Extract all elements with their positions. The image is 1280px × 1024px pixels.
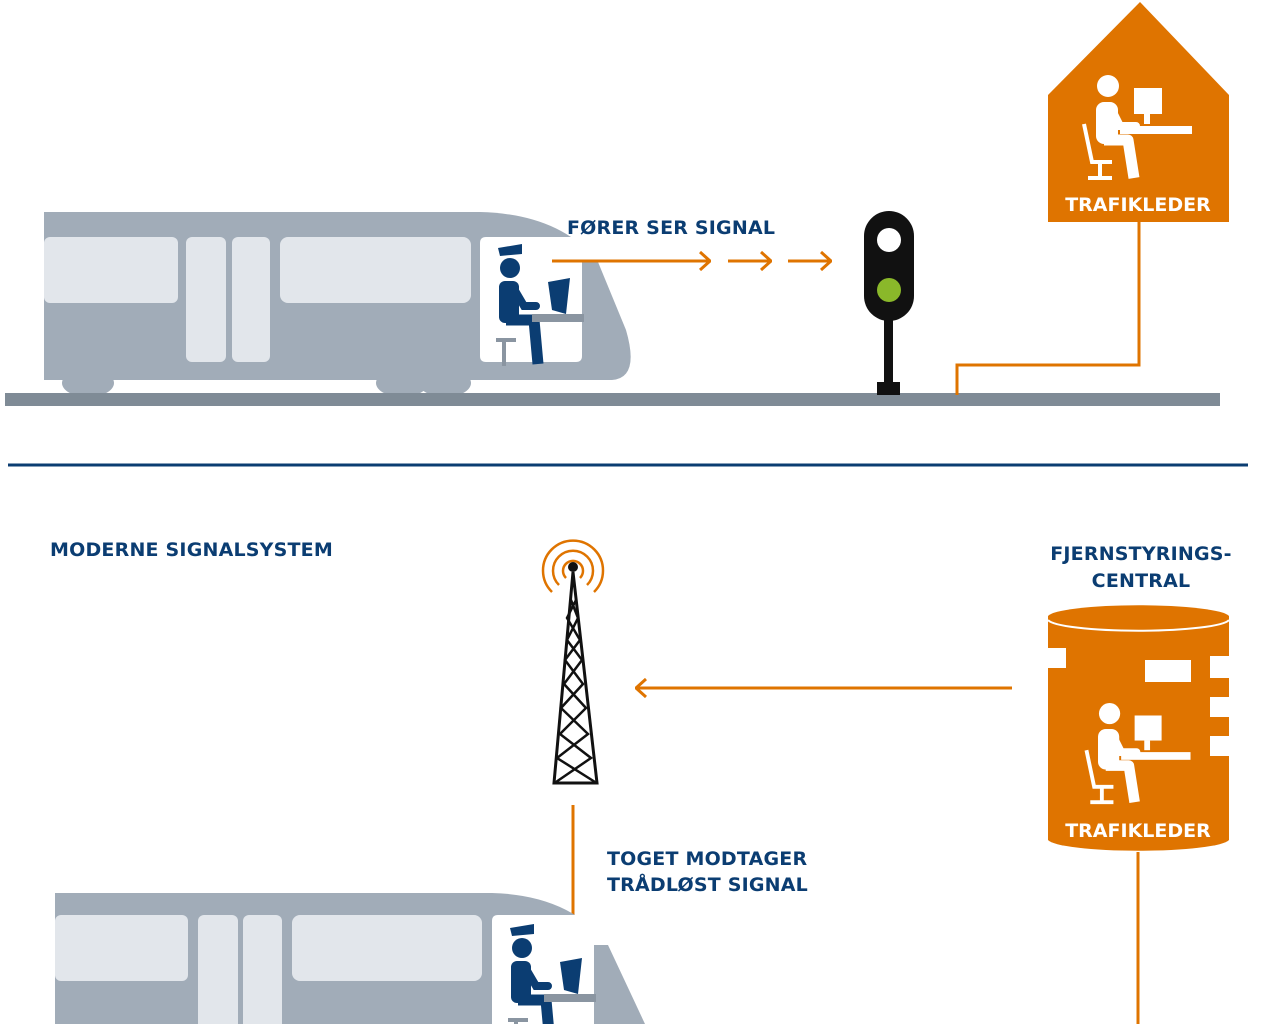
modern-system-title: MODERNE SIGNALSYSTEM: [50, 539, 333, 561]
train-window: [44, 237, 178, 303]
train-door: [232, 237, 270, 362]
remote-control-centre-building: TRAFIKLEDER: [1047, 605, 1230, 851]
remote-control-centre-label-line1: FJERNSTYRINGS-: [1050, 543, 1232, 565]
signal-light-green: [877, 278, 901, 302]
train-door: [198, 915, 238, 1024]
modern-signal-scene: MODERNE SIGNALSYSTEM TOGET MODTAGER TRÅD…: [50, 539, 1232, 1024]
train-bottom: [55, 893, 645, 1024]
traffic-controller-label: TRAFIKLEDER: [1065, 194, 1211, 216]
radio-tower-icon: [541, 539, 605, 785]
remote-controller-label: TRAFIKLEDER: [1065, 820, 1211, 842]
train-window: [55, 915, 188, 981]
signal-cable: [955, 220, 1141, 395]
railway-signal-icon: [864, 211, 914, 395]
driver-sees-signal-label: FØRER SER SIGNAL: [567, 217, 775, 239]
train-door: [186, 237, 226, 362]
traffic-control-building: TRAFIKLEDER: [1048, 2, 1229, 222]
signal-light-white: [877, 228, 901, 252]
railway-track: [5, 393, 1220, 406]
remote-control-centre-label-line2: CENTRAL: [1092, 570, 1191, 592]
train-receives-label-line2: TRÅDLØST SIGNAL: [607, 872, 808, 896]
train-door: [243, 915, 282, 1024]
train-top: [44, 212, 631, 397]
train-receives-label-line1: TOGET MODTAGER: [607, 848, 807, 870]
train-window: [280, 237, 471, 303]
train-window: [292, 915, 482, 981]
conventional-signal-scene: FØRER SER SIGNAL TRAFIKLEDER: [5, 2, 1229, 406]
